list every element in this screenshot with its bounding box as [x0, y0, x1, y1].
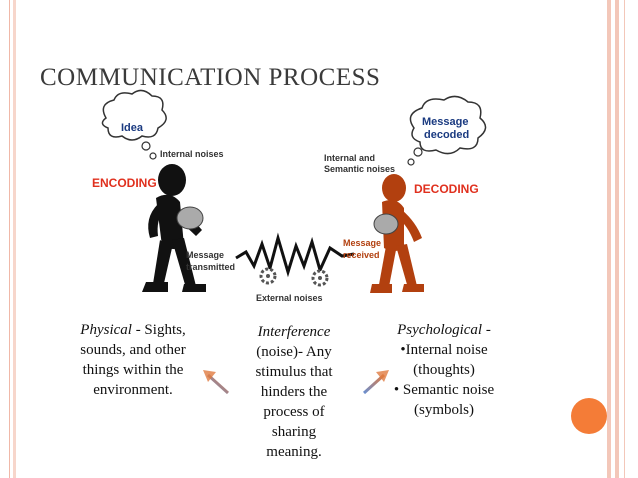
right-arrow-icon — [362, 370, 389, 395]
right-border-line — [624, 0, 625, 478]
interference-line-6: meaning. — [266, 444, 322, 460]
decoded-thought-cloud: Message decoded — [407, 95, 487, 166]
decoded-label-line2: decoded — [424, 129, 469, 141]
interference-term: Interference — [257, 324, 331, 340]
external-noise-gear-icon-right — [311, 269, 329, 287]
physical-line-1: - Sights, — [131, 322, 186, 338]
physical-line-2: sounds, and other — [80, 342, 186, 358]
right-border-band-2 — [615, 0, 619, 478]
left-arrow-icon — [203, 370, 230, 395]
physical-noise-text: Physical - Sights, sounds, and other thi… — [58, 320, 208, 400]
interference-line-3: hinders the — [260, 384, 328, 400]
listener-figure — [370, 174, 424, 293]
idea-label: Idea — [121, 122, 144, 134]
speaker-figure — [142, 164, 206, 292]
psychological-line-1: •Internal noise — [400, 342, 488, 358]
psychological-line-2: (thoughts) — [413, 362, 475, 378]
message-transmitted-line2: transmitted — [186, 262, 235, 272]
listener-hands-icon — [373, 213, 399, 235]
external-noise-gear-icon-left — [259, 267, 277, 285]
interference-line-5: sharing — [271, 424, 317, 440]
slide-title: COMMUNICATION PROCESS — [40, 64, 381, 91]
physical-line-3: things within the — [82, 362, 184, 378]
interference-line-2: stimulus that — [255, 364, 333, 380]
left-border-band — [13, 0, 16, 478]
noise-zigzag-line — [235, 232, 355, 278]
idea-thought-cloud: Idea — [101, 89, 167, 160]
message-received-line2: received — [343, 250, 380, 260]
physical-term: Physical — [80, 322, 132, 338]
internal-semantic-line2: Semantic noises — [324, 164, 395, 174]
external-noises-label: External noises — [256, 293, 323, 303]
internal-noises-label: Internal noises — [160, 149, 224, 159]
message-transmitted-line1: Message — [186, 250, 224, 260]
interference-line-4: process of — [263, 404, 325, 420]
psychological-noise-text: Psychological - •Internal noise (thought… — [370, 320, 518, 420]
encoding-label: ENCODING — [92, 176, 157, 190]
interference-line-1: (noise)- Any — [256, 344, 332, 360]
interference-text: Interference (noise)- Any stimulus that … — [236, 322, 352, 462]
internal-semantic-line1: Internal and — [324, 153, 375, 163]
decoded-label-line1: Message — [422, 116, 468, 128]
physical-line-4: environment. — [93, 382, 173, 398]
psychological-term-suffix: - — [482, 322, 491, 338]
psychological-line-3: • Semantic noise — [393, 382, 495, 398]
left-border-line — [9, 0, 10, 478]
speaker-hands-icon — [176, 206, 204, 230]
psychological-term: Psychological — [397, 322, 483, 338]
message-received-line1: Message — [343, 238, 381, 248]
decoding-label: DECODING — [414, 182, 479, 196]
psychological-line-4: (symbols) — [414, 402, 474, 418]
right-border-band — [607, 0, 611, 478]
orange-accent-dot — [571, 398, 607, 434]
